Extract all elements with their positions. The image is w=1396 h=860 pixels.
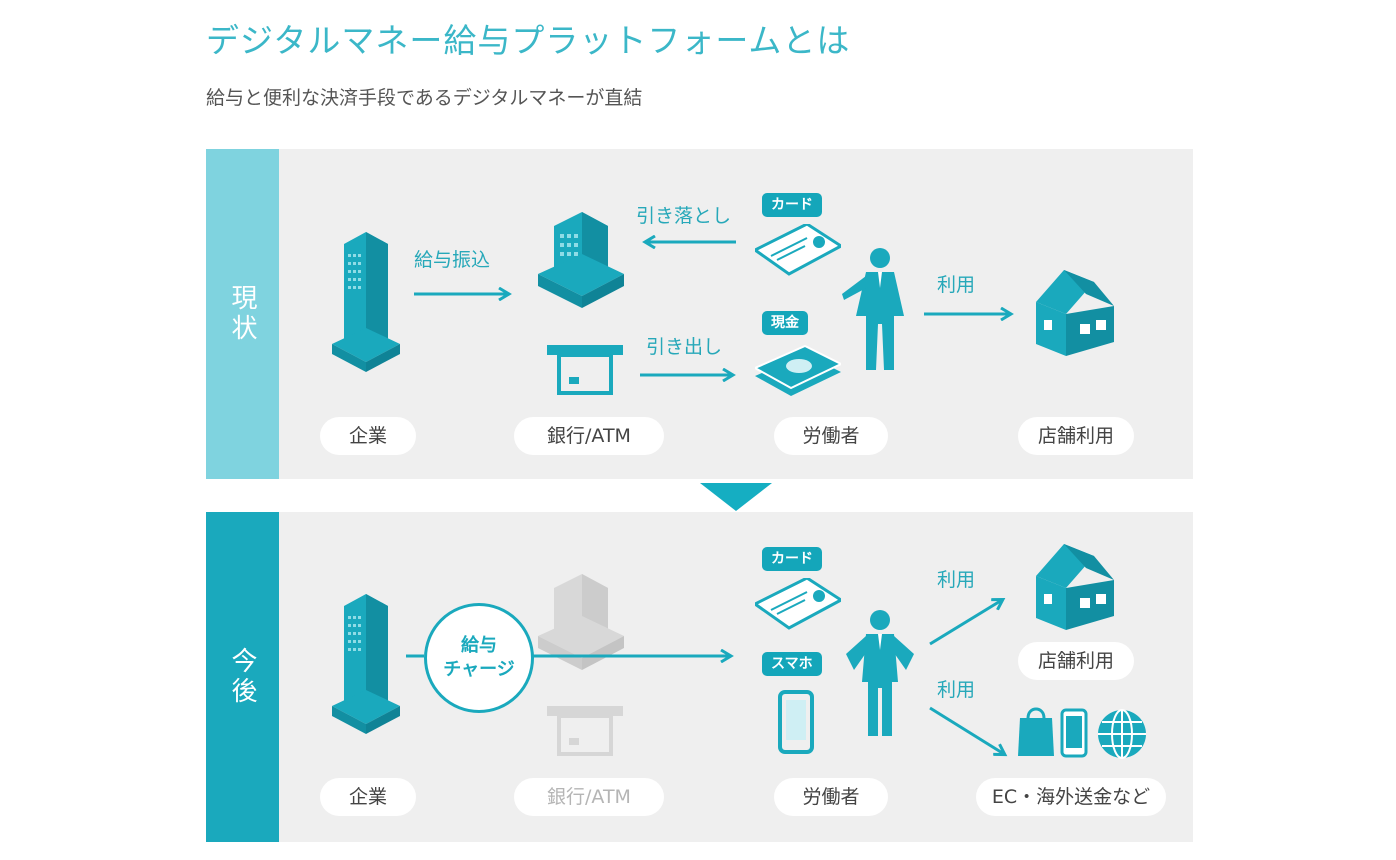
salary-charge-line1: 給与	[461, 635, 497, 656]
use-label: 利用	[937, 274, 976, 296]
building-icon	[332, 232, 400, 372]
salary-transfer-label: 給与振込	[414, 249, 491, 271]
company-node: 企業	[320, 778, 416, 816]
page-title: デジタルマネー給与プラットフォームとは	[206, 21, 851, 60]
use-ec-label: 利用	[937, 679, 976, 701]
company-node: 企業	[320, 417, 416, 455]
house-icon	[1036, 544, 1114, 630]
salary-charge-line2: チャージ	[443, 659, 515, 680]
use-store-label: 利用	[937, 569, 976, 591]
transition-arrow-icon	[700, 483, 772, 511]
worker-node: 労働者	[774, 778, 888, 816]
bank-building-icon	[538, 212, 624, 308]
bank-building-faded-icon	[538, 574, 624, 670]
ec-overseas-node: EC・海外送金など	[976, 778, 1166, 816]
smartphone-badge: スマホ	[762, 652, 822, 676]
credit-card-icon	[755, 224, 841, 276]
withdraw-label: 引き出し	[646, 336, 723, 358]
building-icon	[332, 594, 400, 734]
smartphone-icon	[778, 690, 814, 754]
mobile-phone-icon	[1060, 708, 1088, 758]
globe-icon	[1098, 709, 1146, 759]
debit-label: 引き落とし	[636, 205, 732, 227]
worker-person-icon	[846, 610, 914, 736]
bank-atm-node: 銀行/ATM	[514, 778, 664, 816]
store-use-node: 店舗利用	[1018, 417, 1134, 455]
future-label: 今後	[227, 647, 257, 707]
house-icon	[1036, 270, 1114, 356]
worker-node: 労働者	[774, 417, 888, 455]
card-badge: カード	[762, 547, 822, 571]
atm-slot-icon	[547, 345, 623, 395]
future-sidebar: 今後	[206, 512, 279, 842]
cash-bills-icon	[755, 344, 841, 396]
current-sidebar: 現状	[206, 149, 279, 479]
current-label: 現状	[227, 284, 257, 344]
atm-slot-faded-icon	[547, 706, 623, 756]
page-subtitle: 給与と便利な決済手段であるデジタルマネーが直結	[206, 87, 643, 109]
worker-person-icon	[842, 248, 904, 370]
cash-badge: 現金	[762, 311, 808, 335]
card-badge: カード	[762, 193, 822, 217]
salary-charge-circle: 給与 チャージ	[424, 603, 534, 713]
credit-card-icon	[755, 578, 841, 630]
store-use-node: 店舗利用	[1018, 642, 1134, 680]
shopping-bag-icon	[1018, 707, 1054, 756]
bank-atm-node: 銀行/ATM	[514, 417, 664, 455]
